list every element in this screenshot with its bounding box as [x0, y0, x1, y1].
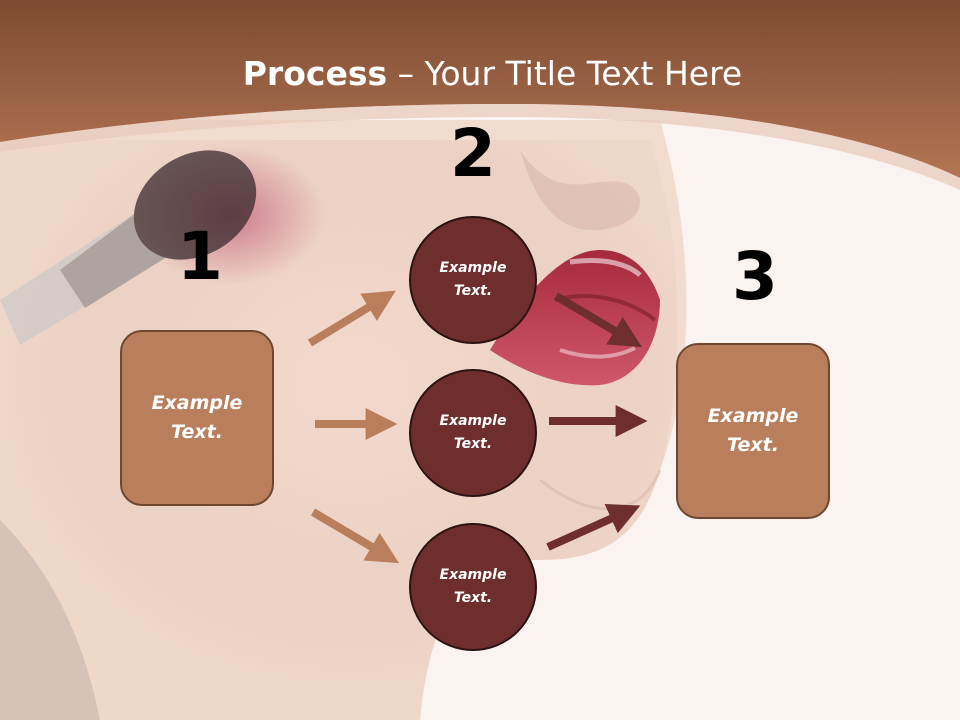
- slide-title: Process – Your Title Text Here: [0, 52, 960, 96]
- step-2-circle-middle: Example Text.: [409, 369, 537, 497]
- hair-shadow: [0, 520, 100, 720]
- arrow-1-to-2-top: [307, 290, 396, 347]
- step-2-circle-top: Example Text.: [409, 216, 537, 344]
- step-3-text: Example Text.: [707, 405, 799, 456]
- step-1-number: 1: [177, 218, 223, 295]
- step-2-circle-middle-text: Example Text.: [439, 413, 507, 452]
- arrow-2-bottom-to-3: [546, 504, 641, 551]
- step-2-circle-bottom: Example Text.: [409, 523, 537, 651]
- step-3-box: Example Text.: [676, 343, 830, 519]
- step-3-number: 3: [732, 238, 778, 315]
- lips-shape: [490, 250, 660, 386]
- title-rest: – Your Title Text Here: [387, 54, 743, 93]
- step-1-text: Example Text.: [151, 392, 243, 443]
- step-2-circle-top-text: Example Text.: [439, 260, 507, 299]
- header-band: [0, 0, 960, 178]
- nose-shape: [520, 150, 640, 231]
- brush-icon: [0, 150, 257, 345]
- step-1-box: Example Text.: [120, 330, 274, 506]
- arrow-2-top-to-3: [553, 292, 643, 348]
- step-2-number: 2: [450, 115, 496, 192]
- header-highlight: [0, 103, 960, 190]
- title-bold: Process: [242, 54, 388, 93]
- arrow-1-to-2-bottom: [310, 508, 400, 564]
- step-2-circle-bottom-text: Example Text.: [439, 567, 507, 606]
